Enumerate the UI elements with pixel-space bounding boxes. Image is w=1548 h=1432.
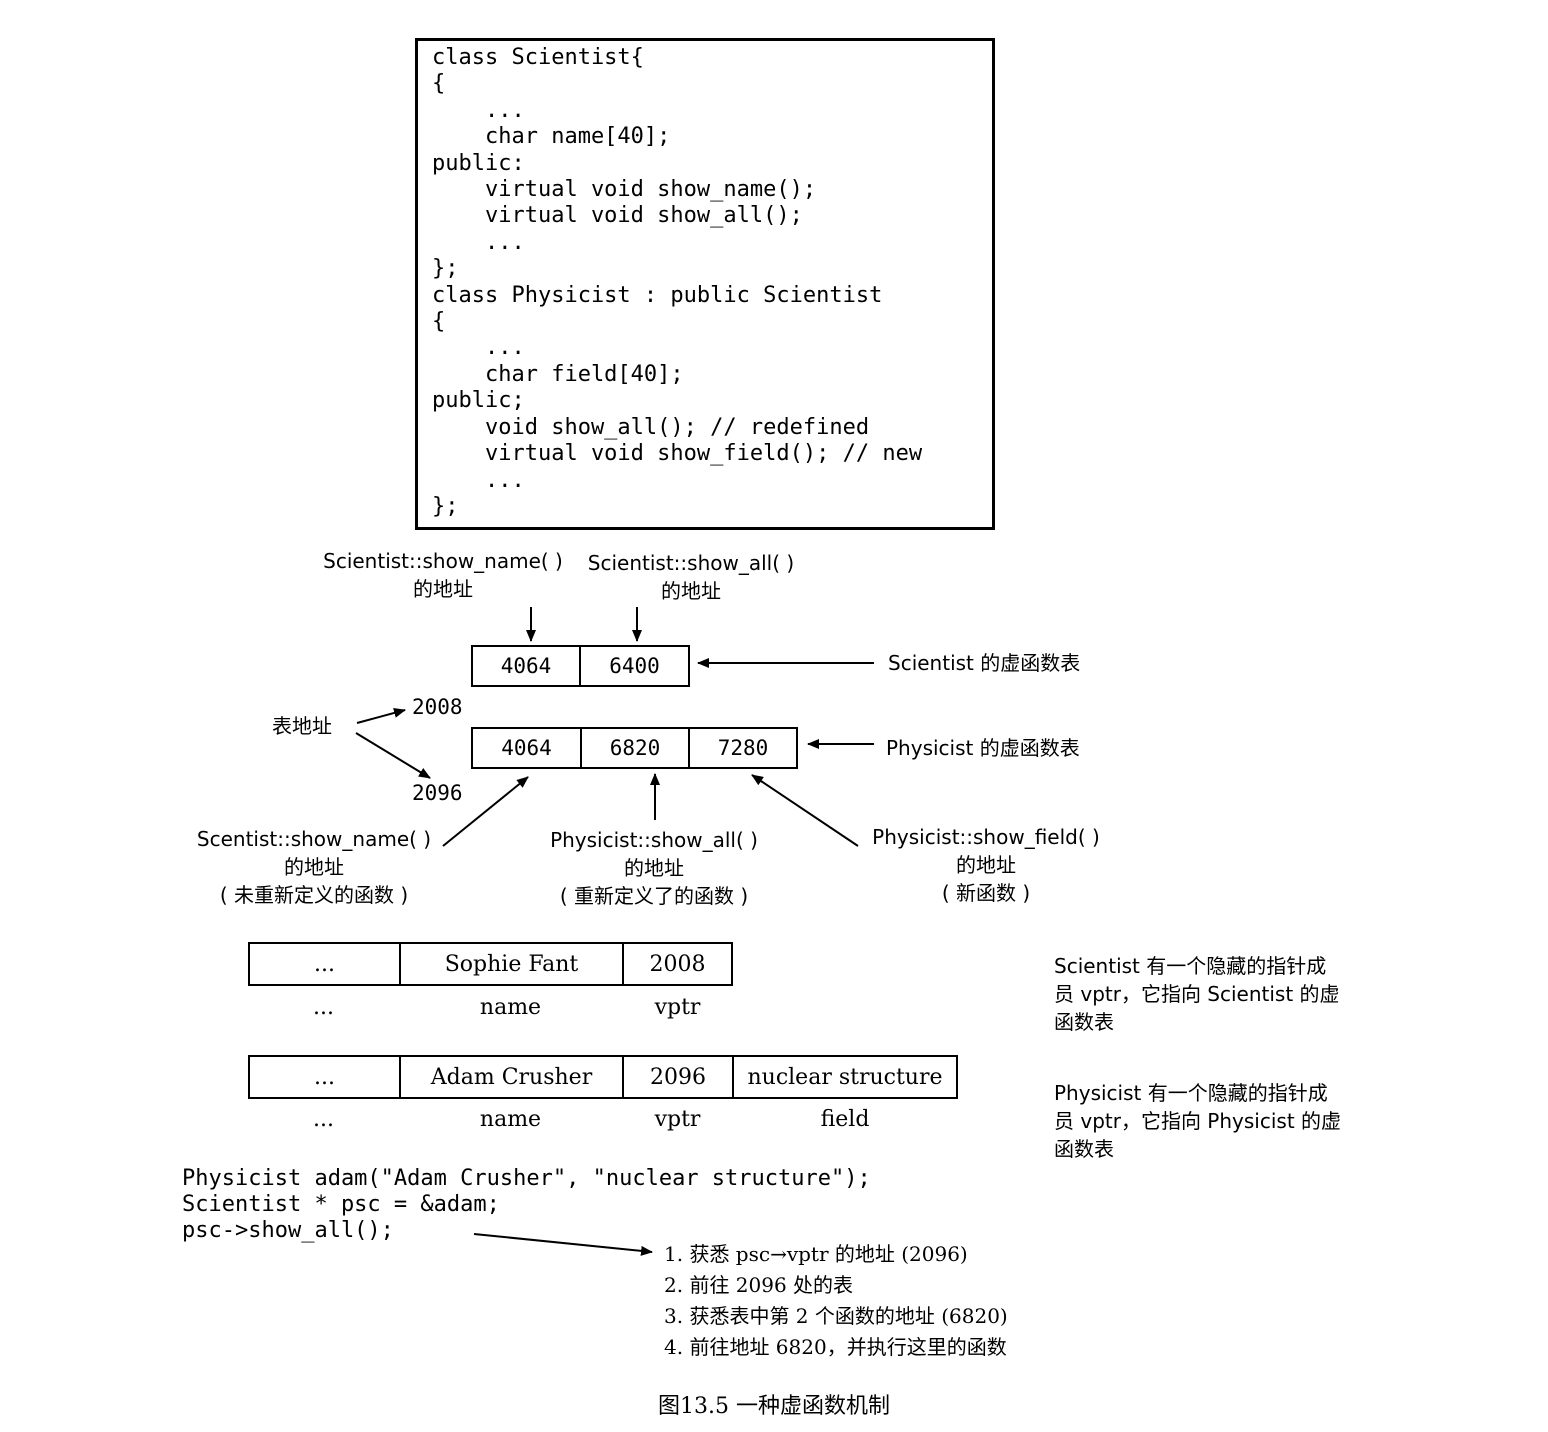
object-cell: 2096 [624, 1057, 734, 1097]
scientist-object-note: Scientist 有一个隐藏的指针成 员 vptr，它指向 Scientist… [1054, 952, 1340, 1036]
physicist-object: ... Adam Crusher 2096 nuclear structure [248, 1055, 958, 1099]
physicist-vtable: 4064 6820 7280 [471, 727, 798, 769]
arrow-table-address-2008 [356, 708, 406, 724]
scientist-object: ... Sophie Fant 2008 [248, 942, 733, 986]
usage-code: Physicist adam("Adam Crusher", "nuclear … [182, 1166, 871, 1243]
object-caption: ... [313, 995, 334, 1020]
class-definition-code: class Scientist{ { ... char name[40]; pu… [432, 45, 923, 519]
object-caption: vptr [654, 995, 701, 1020]
vtable-cell: 7280 [717, 736, 769, 760]
label-line: 的地址 [661, 579, 721, 603]
physicist-table-address: 2096 [412, 781, 463, 805]
arrow-show-name-label [442, 776, 529, 847]
step-item: 1. 获悉 psc→vptr 的地址 (2096) [664, 1242, 968, 1266]
class-definition-code-box: class Scientist{ { ... char name[40]; pu… [415, 38, 995, 530]
lookup-steps: 1. 获悉 psc→vptr 的地址 (2096) 2. 前往 2096 处的表… [664, 1239, 1008, 1363]
object-caption: ... [313, 1107, 334, 1132]
object-cell: nuclear structure [747, 1064, 943, 1090]
label-scientist-show-all-address: Scientist::show_all( ) 的地址 [580, 549, 802, 605]
arrow-table-address-2096 [355, 732, 431, 779]
label-scientist-show-name-address: Scientist::show_name( ) 的地址 [318, 547, 568, 603]
figure-caption: 图13.5 一种虚函数机制 [658, 1394, 890, 1419]
note-line: 员 vptr，它指向 Physicist 的虚 [1054, 1109, 1342, 1133]
label-line: ( 新函数 ) [941, 881, 1031, 905]
label-line: Physicist::show_all( ) [550, 828, 758, 852]
arrow-show-field-label [751, 774, 859, 847]
label-line: 的地址 [413, 577, 473, 601]
label-show-name-not-redefined: Scentist::show_name( ) 的地址 ( 未重新定义的函数 ) [186, 825, 442, 909]
step-item: 4. 前往地址 6820，并执行这里的函数 [664, 1335, 1007, 1359]
object-caption: field [820, 1107, 870, 1132]
scientist-vtable-label: Scientist 的虚函数表 [888, 651, 1081, 675]
scientist-vtable: 4064 6400 [471, 645, 690, 687]
label-line: Scientist::show_name( ) [323, 549, 563, 573]
label-line: Physicist::show_field( ) [872, 825, 1100, 849]
label-show-field-new: Physicist::show_field( ) 的地址 ( 新函数 ) [864, 823, 1108, 907]
scientist-table-address: 2008 [412, 695, 463, 719]
step-item: 2. 前往 2096 处的表 [664, 1273, 854, 1297]
label-line: ( 重新定义了的函数 ) [559, 884, 749, 908]
label-line: Scientist::show_all( ) [587, 551, 795, 575]
vtable-cell: 6820 [582, 729, 690, 767]
object-cell: 2008 [649, 951, 706, 977]
object-cell: ... [250, 944, 401, 984]
object-cell: ... [250, 1057, 401, 1097]
note-line: Physicist 有一个隐藏的指针成 [1054, 1081, 1328, 1105]
object-cell: Sophie Fant [401, 944, 624, 984]
note-line: 函数表 [1054, 1137, 1114, 1161]
object-caption: name [479, 995, 542, 1020]
label-line: ( 未重新定义的函数 ) [219, 883, 409, 907]
vtable-cell: 4064 [473, 647, 581, 685]
table-address-label: 表地址 [272, 714, 332, 738]
step-item: 3. 获悉表中第 2 个函数的地址 (6820) [664, 1304, 1008, 1328]
vtable-cell: 6400 [609, 654, 660, 678]
label-show-all-redefined: Physicist::show_all( ) 的地址 ( 重新定义了的函数 ) [540, 826, 768, 910]
arrow-show-all-call [473, 1233, 653, 1256]
note-line: 函数表 [1054, 1010, 1114, 1034]
object-caption: name [479, 1107, 542, 1132]
physicist-vtable-label: Physicist 的虚函数表 [886, 736, 1080, 760]
physicist-object-note: Physicist 有一个隐藏的指针成 员 vptr，它指向 Physicist… [1054, 1079, 1341, 1163]
vtable-cell: 4064 [473, 729, 582, 767]
label-line: 的地址 [624, 856, 684, 880]
label-line: Scentist::show_name( ) [196, 827, 432, 851]
object-caption: vptr [654, 1107, 701, 1132]
object-cell: Adam Crusher [401, 1057, 624, 1097]
note-line: 员 vptr，它指向 Scientist 的虚 [1054, 982, 1340, 1006]
label-line: 的地址 [284, 855, 344, 879]
label-line: 的地址 [956, 853, 1016, 877]
note-line: Scientist 有一个隐藏的指针成 [1054, 954, 1327, 978]
